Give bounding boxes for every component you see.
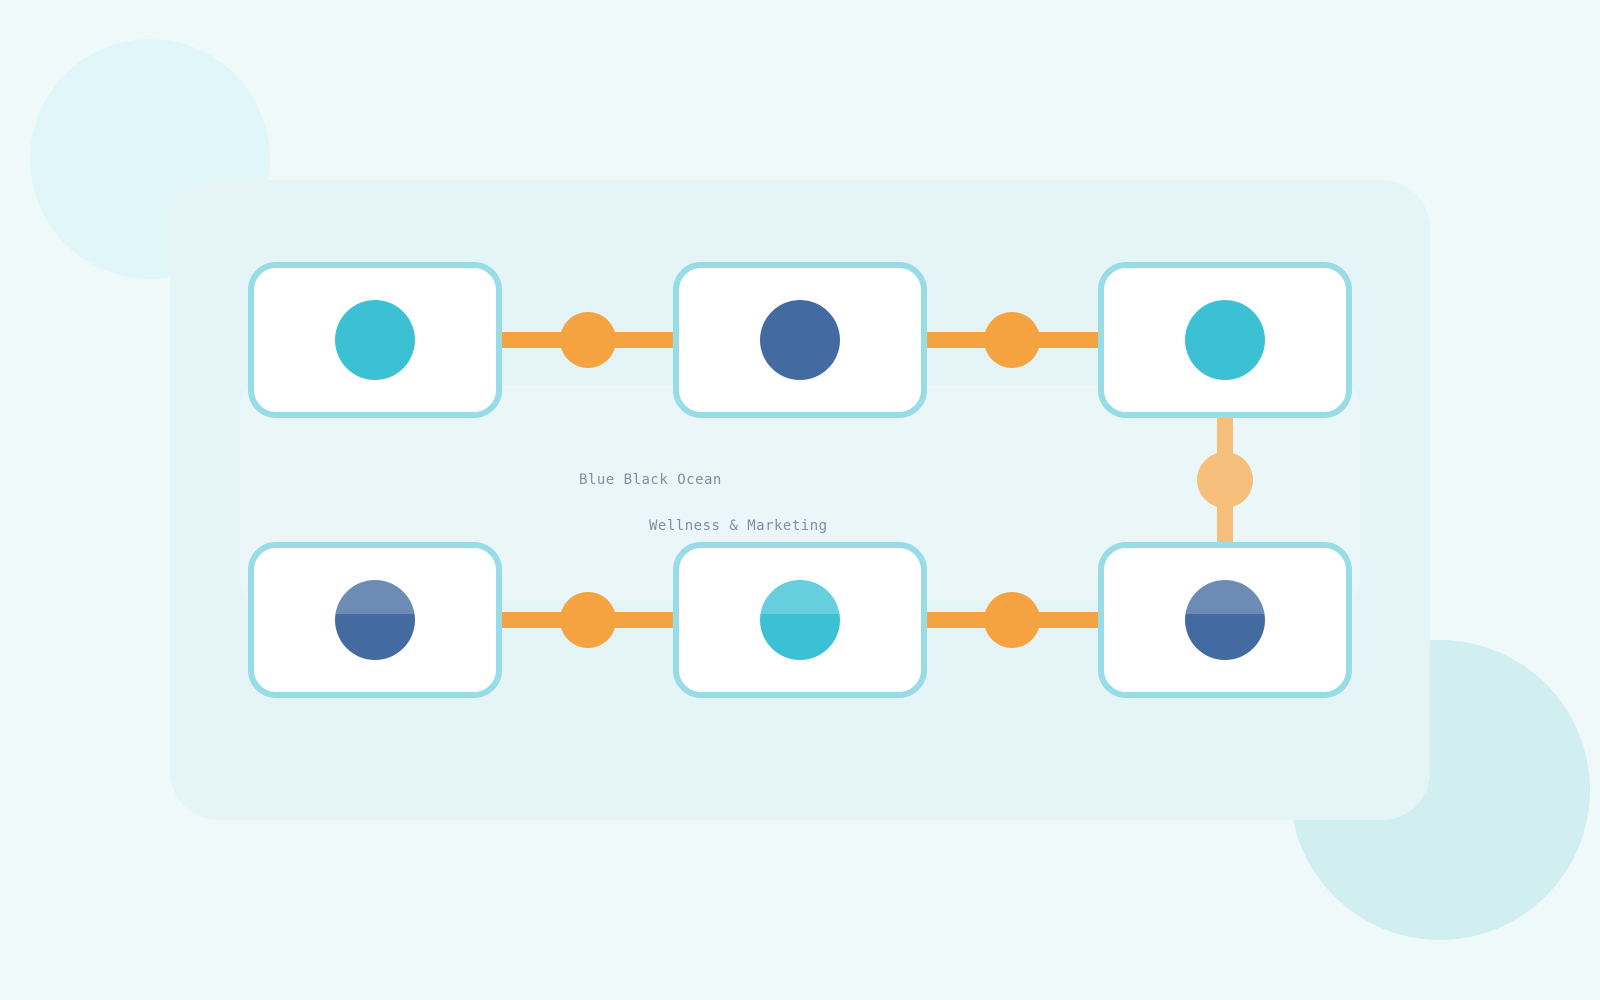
connector-3-6-knob [1197,452,1253,508]
connector-2-3-knob [984,312,1040,368]
connector-1-2-knob [560,312,616,368]
node-2 [673,262,927,418]
node-1-dot [335,300,415,380]
diagram-subtitle: Wellness & Marketing [649,518,828,534]
node-3-dot [1185,300,1265,380]
node-4-dot [335,580,415,660]
node-6-dot [1185,580,1265,660]
connector-5-6-knob [984,592,1040,648]
node-6 [1098,542,1352,698]
node-4 [248,542,502,698]
node-1 [248,262,502,418]
node-5 [673,542,927,698]
diagram-title: Blue Black Ocean [579,472,722,488]
node-3 [1098,262,1352,418]
connector-4-5-knob [560,592,616,648]
node-2-dot [760,300,840,380]
node-5-dot [760,580,840,660]
